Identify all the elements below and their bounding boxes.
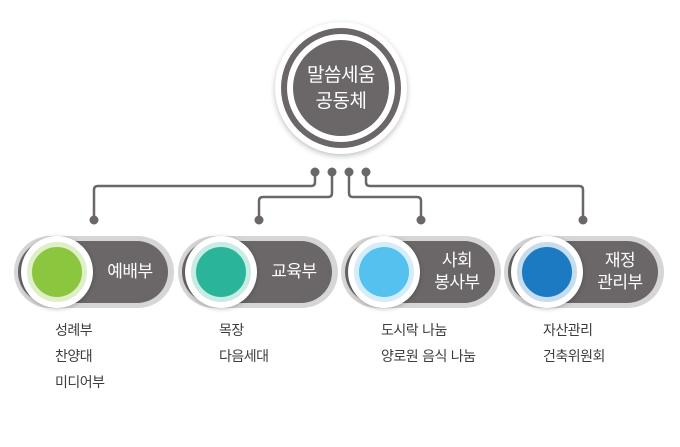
junction-dot bbox=[310, 167, 320, 177]
junction-dot bbox=[361, 167, 371, 177]
dept-social-label-line2: 봉사부 bbox=[434, 273, 480, 293]
list-item: 다음세대 bbox=[219, 349, 269, 365]
dept-social-icon-circle bbox=[354, 242, 414, 302]
dept-education-sublist: 목장 다음세대 bbox=[219, 318, 269, 370]
dept-social-label: 사회 봉사부 bbox=[423, 241, 491, 303]
dept-social-sublist: 도시락 나눔 양로원 음식 나눔 bbox=[381, 318, 476, 370]
connector-worship bbox=[92, 172, 317, 218]
dept-finance-icon-circle bbox=[517, 242, 577, 302]
dept-social-label-line1: 사회 bbox=[441, 251, 473, 271]
dept-worship-label: 예배부 bbox=[96, 241, 164, 303]
dept-finance-node: 재정 관리부 bbox=[508, 236, 658, 308]
endpoint-dot bbox=[416, 215, 426, 225]
dept-education-icon-circle bbox=[191, 242, 251, 302]
list-item: 찬양대 bbox=[55, 349, 93, 365]
root-label-line1: 말씀세움 bbox=[307, 64, 375, 86]
junction-dot bbox=[327, 167, 337, 177]
dept-finance-label: 재정 관리부 bbox=[586, 241, 654, 303]
connector-education bbox=[257, 172, 334, 218]
connector-social bbox=[347, 172, 423, 218]
list-item: 목장 bbox=[219, 323, 244, 339]
root-label-line2: 공동체 bbox=[315, 90, 367, 112]
root-label: 말씀세움 공동체 bbox=[293, 40, 389, 136]
dept-education-label-line1: 교육부 bbox=[271, 262, 317, 282]
list-item: 미디어부 bbox=[55, 375, 105, 391]
connector-finance bbox=[364, 172, 585, 218]
endpoint-dot bbox=[89, 215, 99, 225]
endpoint-dot bbox=[254, 215, 264, 225]
dept-education-node: 교육부 bbox=[182, 236, 332, 308]
dept-education-label: 교육부 bbox=[260, 241, 328, 303]
list-item: 양로원 음식 나눔 bbox=[381, 349, 476, 365]
root-node: 말씀세움 공동체 bbox=[275, 22, 407, 154]
dept-worship-icon-circle bbox=[27, 242, 87, 302]
list-item: 도시락 나눔 bbox=[381, 323, 447, 339]
list-item: 성례부 bbox=[55, 323, 93, 339]
list-item: 건축위원회 bbox=[543, 349, 605, 365]
endpoint-dot bbox=[578, 215, 588, 225]
dept-finance-label-line1: 재정 bbox=[604, 251, 636, 271]
dept-finance-label-line2: 관리부 bbox=[597, 273, 643, 293]
list-item: 자산관리 bbox=[543, 323, 593, 339]
dept-worship-node: 예배부 bbox=[18, 236, 168, 308]
dept-social-node: 사회 봉사부 bbox=[345, 236, 495, 308]
dept-finance-sublist: 자산관리 건축위원회 bbox=[543, 318, 605, 370]
dept-worship-label-line1: 예배부 bbox=[107, 262, 153, 282]
junction-dot bbox=[344, 167, 354, 177]
dept-worship-sublist: 성례부 찬양대 미디어부 bbox=[55, 318, 105, 396]
